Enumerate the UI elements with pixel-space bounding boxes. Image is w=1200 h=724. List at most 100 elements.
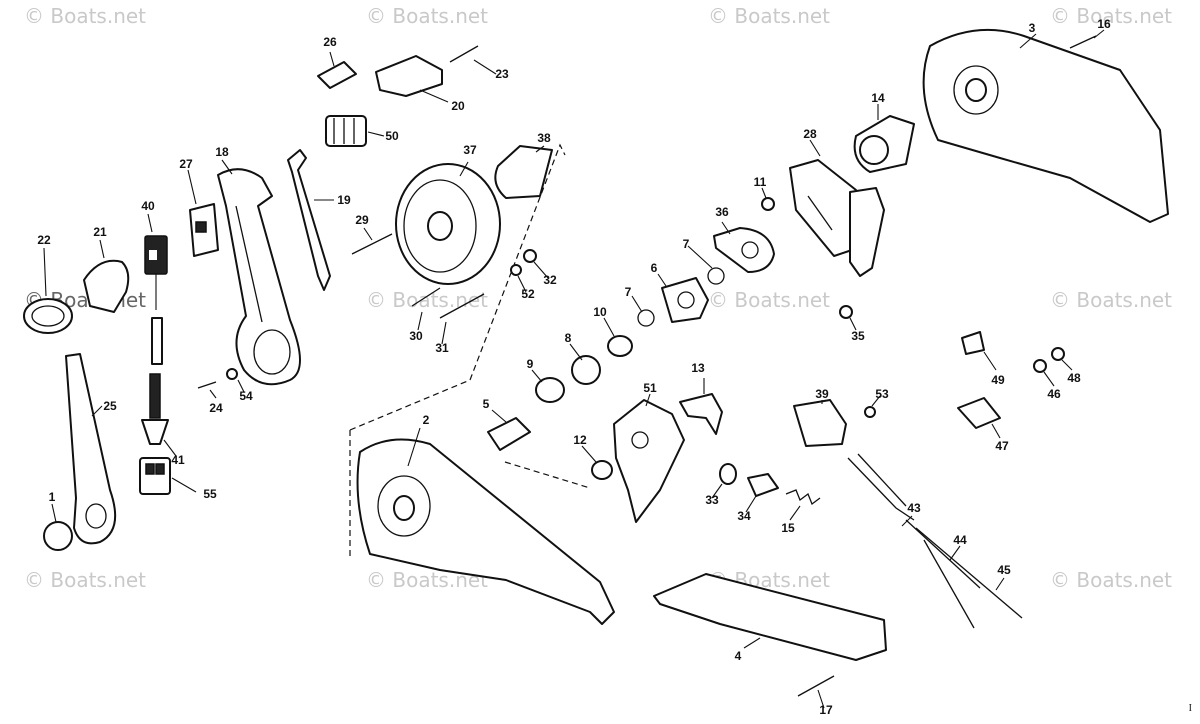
leader-line bbox=[329, 51, 335, 67]
watermark: © Boats.net bbox=[1050, 568, 1173, 592]
assembly-guide-line bbox=[504, 461, 591, 489]
part-4-cover bbox=[653, 573, 887, 661]
part-47-clip bbox=[957, 397, 1001, 429]
part-31-screw bbox=[439, 293, 485, 319]
leader-line bbox=[91, 405, 103, 417]
leader-line bbox=[817, 689, 825, 709]
leader-line bbox=[1061, 359, 1073, 371]
part-24-bolt bbox=[197, 381, 217, 389]
part-25-lever-arm bbox=[65, 353, 117, 545]
part-label-44: 44 bbox=[953, 533, 967, 547]
part-54-washer bbox=[226, 368, 238, 380]
part-10-ring bbox=[607, 335, 633, 357]
leader-line bbox=[491, 409, 507, 423]
part-label-3: 3 bbox=[1028, 21, 1036, 35]
part-13-detent bbox=[679, 393, 723, 435]
part-label-28: 28 bbox=[803, 127, 817, 141]
part-29-screw bbox=[351, 233, 393, 255]
part-label-54: 54 bbox=[239, 389, 253, 403]
leader-line bbox=[187, 169, 197, 205]
part-label-15: 15 bbox=[781, 521, 795, 535]
watermark: © Boats.net bbox=[366, 4, 489, 28]
part-label-46: 46 bbox=[1047, 387, 1061, 401]
part-label-51: 51 bbox=[643, 381, 657, 395]
part-6-cam bbox=[661, 277, 709, 323]
part-label-4: 4 bbox=[734, 649, 742, 663]
part-label-38: 38 bbox=[537, 131, 551, 145]
leader-line bbox=[1043, 371, 1055, 387]
part-45-cable bbox=[915, 527, 1023, 619]
leader-line bbox=[761, 187, 767, 199]
part-label-26: 26 bbox=[323, 35, 337, 49]
leader-line bbox=[603, 317, 615, 337]
leader-line bbox=[163, 439, 177, 457]
part-5-shaft bbox=[487, 417, 531, 451]
part-label-12: 12 bbox=[573, 433, 587, 447]
leader-line bbox=[657, 273, 667, 287]
leader-line bbox=[473, 59, 497, 75]
part-label-21: 21 bbox=[93, 225, 107, 239]
part-11-nut bbox=[761, 197, 775, 211]
part-label-34: 34 bbox=[737, 509, 751, 523]
part-label-43: 43 bbox=[907, 501, 921, 515]
part-label-7b: 7 bbox=[624, 285, 632, 299]
leader-line bbox=[645, 393, 651, 407]
part-label-25: 25 bbox=[103, 399, 117, 413]
leader-line bbox=[43, 247, 47, 297]
part-label-27: 27 bbox=[179, 157, 193, 171]
leader-line bbox=[721, 221, 731, 235]
leader-line bbox=[871, 395, 881, 407]
leader-line bbox=[809, 139, 821, 157]
part-label-7: 7 bbox=[682, 237, 690, 251]
part-7-clip bbox=[637, 309, 655, 327]
part-22-grip-ring bbox=[23, 298, 73, 334]
part-18-handle bbox=[217, 168, 301, 386]
part-46-washer bbox=[1033, 359, 1047, 373]
leader-line bbox=[743, 637, 761, 649]
part-50-clip bbox=[325, 115, 367, 147]
part-label-48: 48 bbox=[1067, 371, 1081, 385]
leader-line bbox=[745, 495, 757, 513]
leader-line bbox=[221, 159, 233, 175]
part-label-30: 30 bbox=[409, 329, 423, 343]
part-label-31: 31 bbox=[435, 341, 449, 355]
watermark: © Boats.net bbox=[366, 288, 489, 312]
watermark: © Boats.net bbox=[708, 288, 831, 312]
part-12-washer bbox=[591, 460, 613, 480]
leader-line bbox=[901, 515, 913, 527]
watermark: © Boats.net bbox=[1050, 288, 1173, 312]
leader-line bbox=[533, 261, 549, 279]
part-label-19: 19 bbox=[337, 193, 351, 207]
part-41-connector bbox=[141, 373, 169, 445]
leader-line bbox=[569, 343, 583, 361]
part-label-9: 9 bbox=[526, 357, 534, 371]
leader-line bbox=[517, 275, 527, 293]
leader-line bbox=[363, 227, 373, 241]
leader-line bbox=[991, 423, 1001, 439]
leader-line bbox=[1093, 29, 1105, 39]
part-label-2: 2 bbox=[422, 413, 430, 427]
leader-line bbox=[237, 379, 245, 393]
watermark: © Boats.net bbox=[24, 568, 147, 592]
part-label-41: 41 bbox=[171, 453, 185, 467]
assembly-guide-line bbox=[349, 143, 566, 431]
part-39-switch bbox=[793, 399, 847, 447]
part-44-cable bbox=[905, 519, 981, 589]
part-label-1: 1 bbox=[48, 490, 56, 504]
leader-line bbox=[687, 245, 713, 269]
corner-mark: I bbox=[1188, 703, 1192, 714]
part-label-32: 32 bbox=[543, 273, 557, 287]
part-label-47: 47 bbox=[995, 439, 1009, 453]
part-2-housing bbox=[356, 438, 615, 625]
leader-line bbox=[581, 445, 597, 463]
part-label-49: 49 bbox=[991, 373, 1005, 387]
leader-line bbox=[209, 389, 217, 399]
part-link-arm bbox=[849, 187, 885, 277]
part-15-spring bbox=[785, 489, 821, 506]
part-1-washer bbox=[43, 521, 73, 551]
part-16-screw bbox=[1069, 35, 1097, 49]
part-label-50: 50 bbox=[385, 129, 399, 143]
part-label-20: 20 bbox=[451, 99, 465, 113]
watermark: © Boats.net bbox=[1050, 4, 1173, 28]
